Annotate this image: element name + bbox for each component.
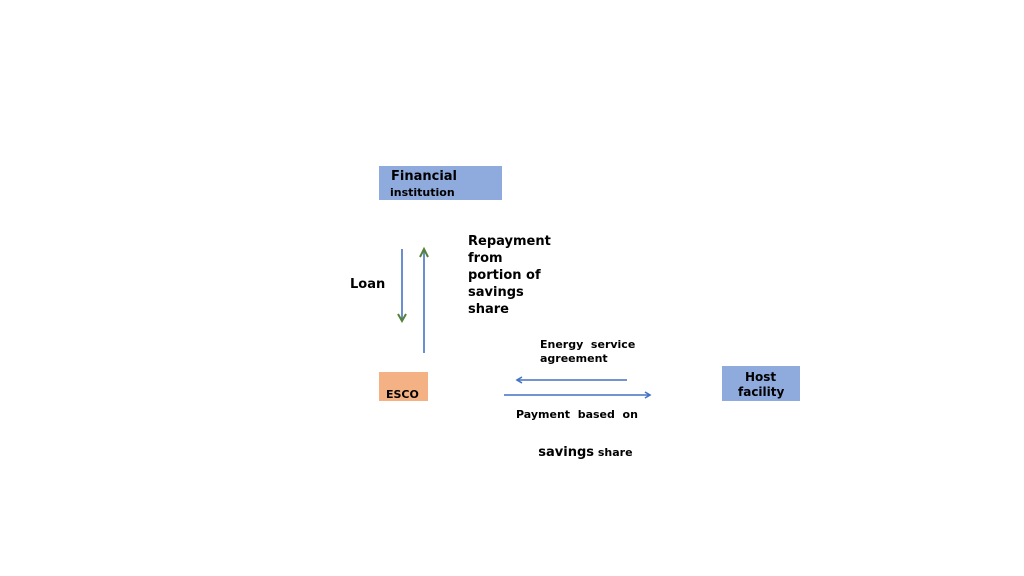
institution-label: institution	[390, 186, 455, 199]
repayment-arrowhead	[419, 246, 429, 258]
agreement-line-2: agreement	[540, 352, 608, 365]
payment-line-1: Payment based on	[516, 408, 638, 421]
repayment-line-2: from	[468, 251, 503, 266]
host-label: Host	[745, 370, 777, 384]
payment-line-2: savings share	[516, 422, 633, 479]
financial-institution-box	[379, 166, 502, 200]
repayment-line-5: share	[468, 302, 509, 317]
facility-label: facility	[738, 385, 785, 399]
esco-box	[379, 372, 428, 401]
payment-arrowhead	[644, 391, 652, 399]
repayment-line-3: portion of	[468, 268, 541, 283]
repayment-line-1: Repayment	[468, 234, 551, 249]
agreement-line-1: Energy service	[540, 338, 636, 351]
loan-arrowhead	[397, 313, 407, 324]
financial-label: Financial	[391, 169, 458, 184]
payment-share: share	[594, 446, 633, 459]
repayment-line-4: savings	[468, 285, 524, 300]
agreement-arrowhead	[515, 376, 523, 384]
esco-label: ESCO	[386, 388, 419, 401]
loan-label: Loan	[350, 277, 386, 292]
payment-savings: savings	[538, 445, 595, 460]
host-facility-box	[722, 366, 800, 401]
